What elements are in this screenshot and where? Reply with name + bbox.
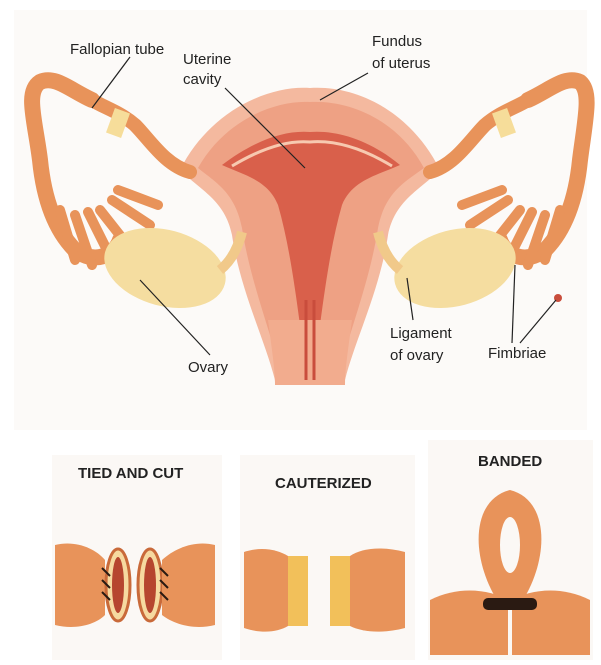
label-ovary: Ovary: [188, 359, 229, 376]
silicone-band: [483, 598, 537, 610]
label-uterine-cavity-line2: cavity: [183, 71, 222, 88]
label-ligament-line2: of ovary: [390, 347, 444, 364]
label-fundus-line1: Fundus: [372, 33, 422, 50]
label-fimbriae: Fimbriae: [488, 345, 546, 362]
title-cauterized: CAUTERIZED: [275, 475, 372, 492]
title-banded: BANDED: [478, 453, 542, 470]
label-ligament-line1: Ligament: [390, 325, 453, 342]
label-fallopian-tube: Fallopian tube: [70, 41, 164, 58]
label-uterine-cavity-line1: Uterine: [183, 51, 231, 68]
cervix: [268, 320, 352, 385]
label-fundus-line2: of uterus: [372, 55, 430, 72]
title-tied-and-cut: TIED AND CUT: [78, 465, 183, 482]
